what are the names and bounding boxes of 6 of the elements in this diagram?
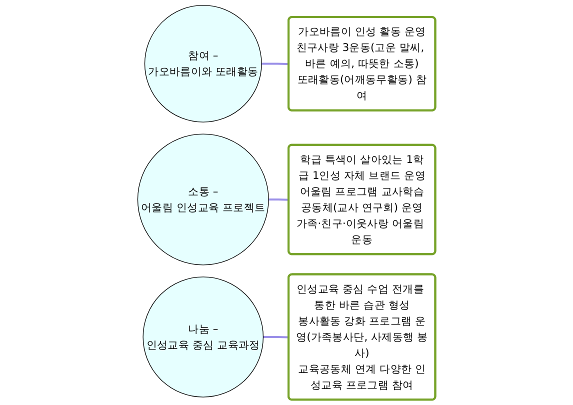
- connector: [268, 198, 289, 201]
- connector: [262, 62, 289, 66]
- node-circle: 소통 – 어울림 인성교육 프로젝트: [137, 134, 269, 266]
- connector: [263, 336, 289, 338]
- node-circle: 나눔 – 인성교육 중심 교육과정: [142, 276, 264, 398]
- node-circle: 참여 – 가오바름이와 또래활동: [144, 5, 262, 122]
